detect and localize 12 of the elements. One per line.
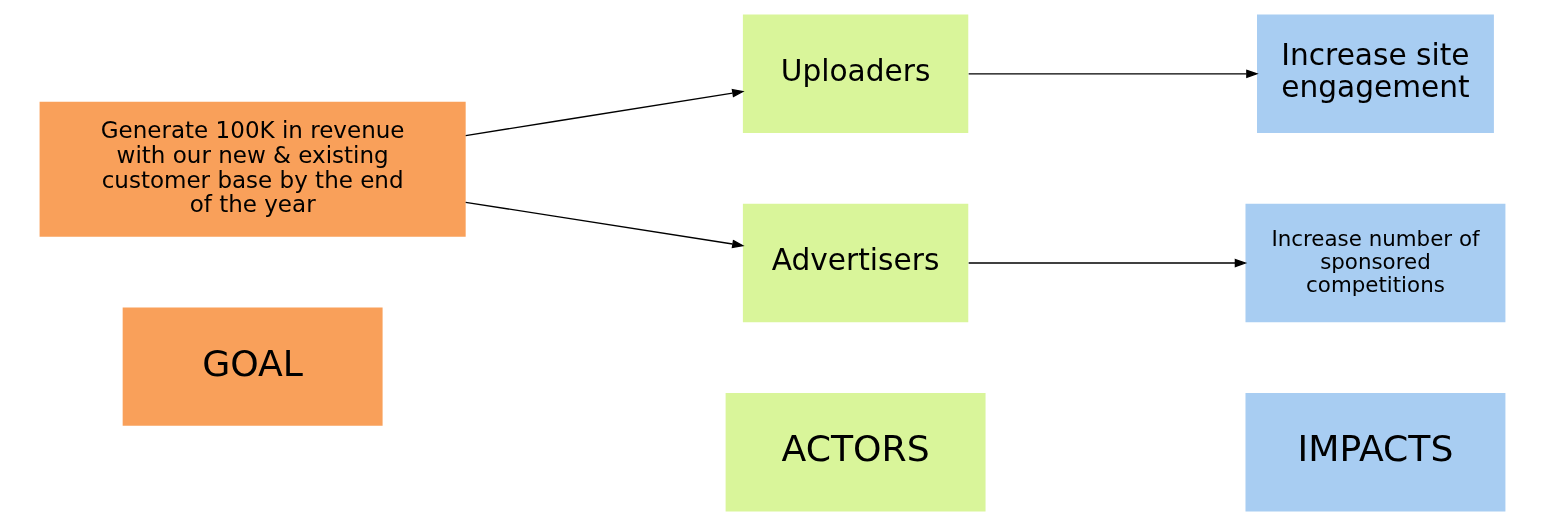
node-box: IMPACTS — [1245, 392, 1505, 512]
node-box: Increase site engagement — [1256, 14, 1494, 134]
arrow — [967, 69, 1259, 79]
arrow — [464, 201, 745, 249]
arrow — [464, 88, 745, 137]
arrow — [967, 258, 1247, 268]
node-box: Increase number of sponsored competitions — [1245, 203, 1505, 323]
node-box: Generate 100K in revenue with our new & existing customer base by the end of the year — [39, 101, 466, 237]
node-box: Uploaders — [742, 14, 968, 134]
node-box: GOAL — [122, 307, 383, 426]
node-box: Advertisers — [742, 203, 968, 323]
node-box: ACTORS — [725, 392, 986, 512]
